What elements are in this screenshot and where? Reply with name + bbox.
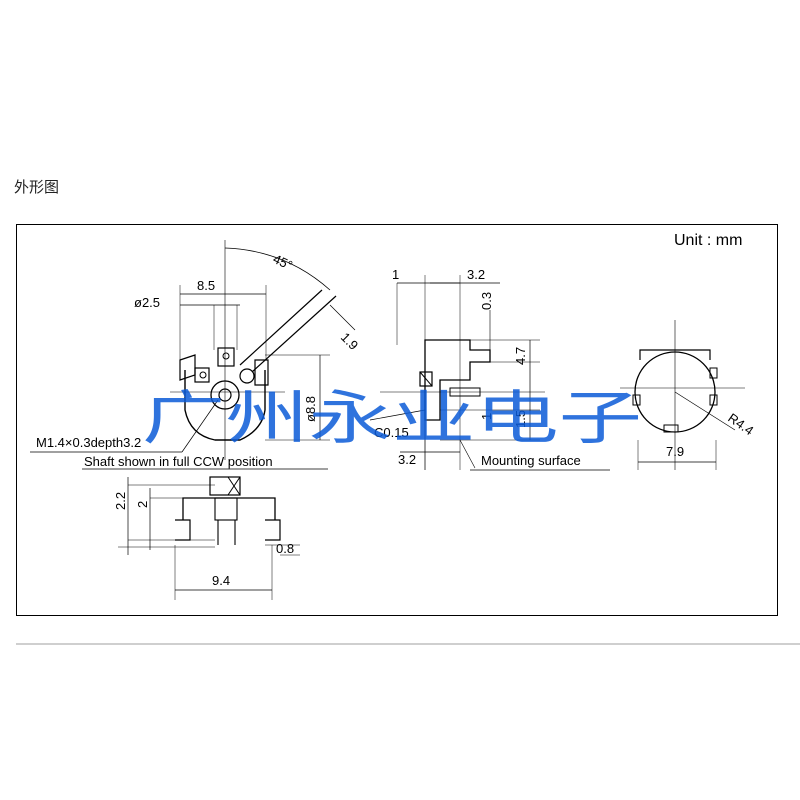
dim-bottom-inner: 2 [135,501,150,508]
dim-bottom-pin: 0.8 [276,541,294,556]
dim-bottom-width: 9.4 [212,573,230,588]
bottom-view [118,476,300,600]
divider-line [16,643,800,645]
dim-angle: 45° [271,251,295,273]
mounting-surface-label: Mounting surface [481,453,581,468]
dim-lever: 1.9 [338,330,361,353]
dim-side-top-right: 3.2 [467,267,485,282]
dim-front-width: 8.5 [197,278,215,293]
dim-bottom-total: 2.2 [113,492,128,510]
shaft-caption: Shaft shown in full CCW position [84,454,273,469]
dim-side-base: 1.5 [513,410,528,428]
dim-side-top-left: 1 [392,267,399,282]
chamfer-note: C0.15 [374,425,409,440]
dim-side-lower: 1 [479,413,494,420]
dim-back-radius: R4.4 [725,410,756,438]
dim-side-gap: 0.3 [479,292,494,310]
back-view [620,320,745,470]
dim-shaft-diameter: ø2.5 [134,295,160,310]
dim-side-bottom: 3.2 [398,452,416,467]
dim-side-height: 4.7 [513,347,528,365]
thread-note: M1.4×0.3depth3.2 [36,435,141,450]
dim-body-diameter: ø8.8 [303,396,318,422]
side-view [369,275,610,471]
dim-back-width: 7.9 [666,444,684,459]
watermark-text: 广州永业电子 [142,384,642,452]
page-heading: 外形图 [14,178,60,196]
drawing-frame [16,224,778,616]
unit-label: Unit : mm [674,232,742,249]
front-view [30,240,356,470]
